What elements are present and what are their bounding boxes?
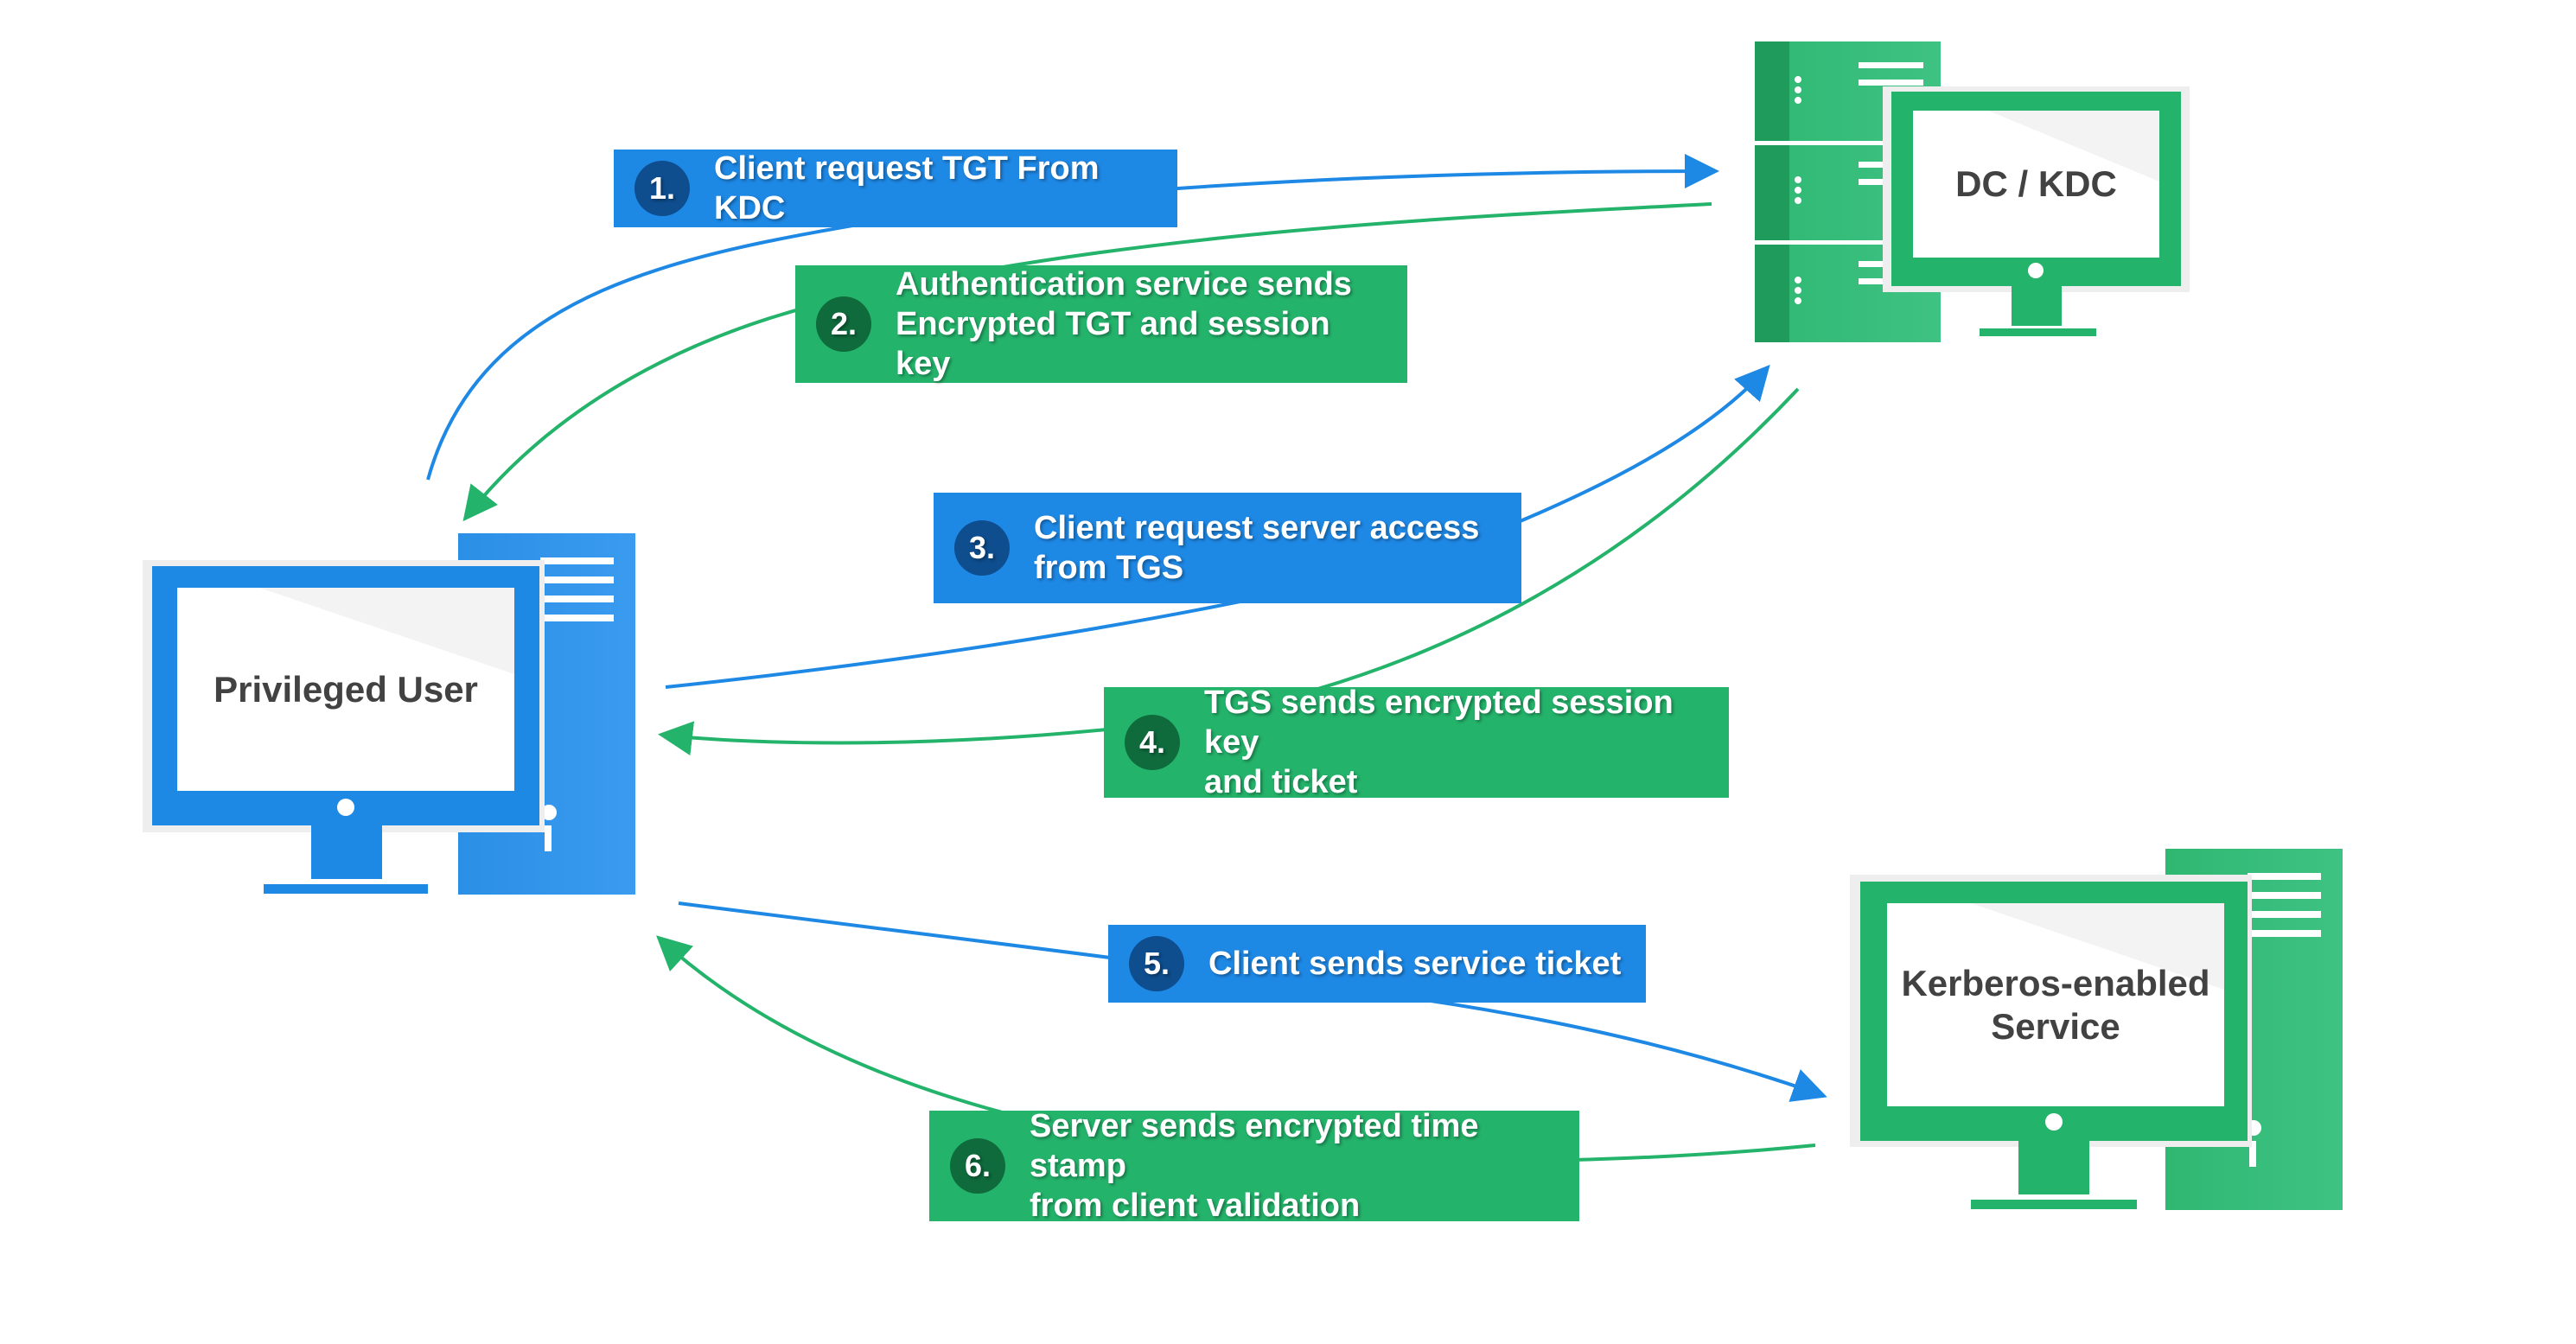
step-5-badge: 5. [1129, 936, 1184, 991]
step-2-callout: 2. Authentication service sends Encrypte… [795, 265, 1407, 383]
step-3-callout: 3. Client request server access from TGS [934, 493, 1521, 603]
step-6-callout: 6. Server sends encrypted time stamp fro… [929, 1108, 1579, 1224]
step-4-badge: 4. [1125, 715, 1180, 770]
step-1-badge: 1. [634, 161, 690, 216]
step-4-text: TGS sends encrypted session key and tick… [1204, 685, 1674, 800]
service-node-label: Kerberos-enabled Service [1901, 962, 2210, 1047]
step-5-callout: 5. Client sends service ticket [1108, 925, 1646, 1003]
step-1-text: Client request TGT From KDC [714, 150, 1100, 226]
step-6-text: Server sends encrypted time stamp from c… [1030, 1108, 1479, 1224]
client-node-label: Privileged User [214, 668, 478, 710]
step-2-badge: 2. [816, 296, 871, 352]
kdc-node-label: DC / KDC [1955, 163, 2117, 204]
step-3-badge: 3. [954, 520, 1010, 576]
kdc-server-icon [1755, 41, 2190, 342]
step-2-text: Authentication service sends Encrypted T… [896, 266, 1352, 382]
step-6-badge: 6. [950, 1138, 1005, 1194]
step-3-text: Client request server access from TGS [1034, 510, 1480, 586]
step-1-callout: 1. Client request TGT From KDC [614, 150, 1177, 227]
step-4-callout: 4. TGS sends encrypted session key and t… [1104, 685, 1729, 800]
client-computer-icon [143, 533, 635, 895]
step-5-text: Client sends service ticket [1208, 946, 1622, 982]
service-computer-icon [1850, 849, 2343, 1210]
